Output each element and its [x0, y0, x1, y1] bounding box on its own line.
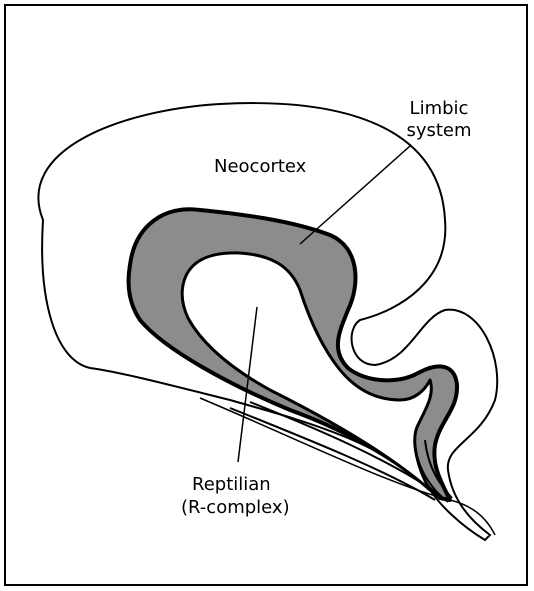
reptilian-label-line1: Reptilian: [192, 474, 271, 496]
reptilian-label-line2: (R-complex): [181, 497, 290, 519]
limbic-label-line2: system: [400, 120, 478, 142]
limbic-label-line1: Limbic: [400, 98, 478, 120]
neocortex-label: Neocortex: [214, 156, 306, 178]
